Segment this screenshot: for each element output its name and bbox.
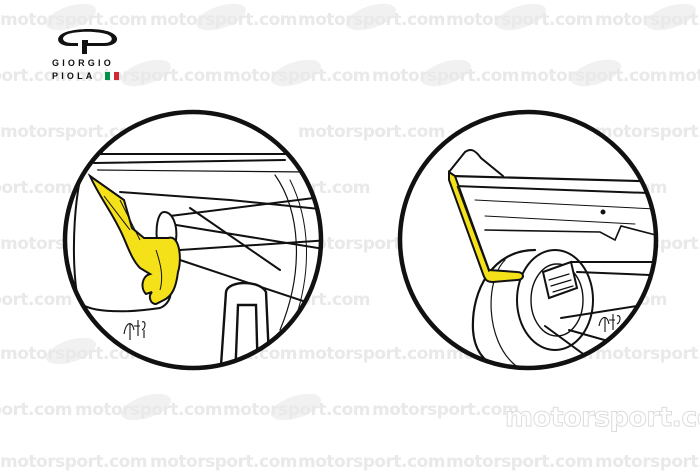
logo-line-piola: PIOLA: [52, 71, 96, 81]
watermark-text: motorsport.com: [298, 10, 446, 30]
watermark-text: motorsport.com: [223, 66, 371, 86]
watermark-blob: [192, 0, 250, 36]
watermark-blob: [117, 388, 175, 426]
watermark-blob: [417, 54, 475, 92]
artist-signature: [598, 314, 621, 332]
right-detail-illustration: [397, 109, 659, 371]
watermark-text: motorsport.com: [150, 452, 298, 472]
watermark-blob: [567, 54, 625, 92]
watermark-blob: [267, 388, 325, 426]
watermark-text: motorsport.com: [595, 452, 700, 472]
logo-line-giorgio: GIORGIO: [52, 58, 114, 68]
highlighted-support-left: [87, 173, 181, 306]
gp-monogram-icon: [58, 29, 118, 54]
watermark-blob: [492, 0, 550, 36]
watermark-text: motorsport.com: [372, 400, 520, 420]
watermark-text: motorsport.com: [223, 400, 371, 420]
watermark-text: motorsport.com: [0, 452, 148, 472]
motorsport-corner-watermark: motorsport.com: [505, 402, 700, 434]
artist-signature: [123, 320, 146, 340]
watermark-text: motorsport.com: [446, 10, 594, 30]
watermark-text: motorsport.com: [75, 400, 223, 420]
watermark-text: motorsport.com: [150, 10, 298, 30]
watermark-text: motorsport.com: [595, 10, 700, 30]
watermark-text: motorsport.com: [0, 400, 73, 420]
italian-flag-icon: [105, 72, 120, 80]
left-detail-illustration: [62, 109, 324, 371]
watermark-blob: [267, 54, 325, 92]
watermark-blob: [342, 0, 400, 36]
watermark-text: motorsport.com: [446, 452, 594, 472]
highlighted-strut-right: [448, 170, 524, 284]
watermark-text: motorsport.com: [520, 66, 668, 86]
watermark-blob: [642, 0, 700, 36]
watermark-text: motorsport.com: [298, 452, 446, 472]
watermark-text: motorsport.com: [372, 66, 520, 86]
watermark-text: motorsport.com: [668, 66, 700, 86]
